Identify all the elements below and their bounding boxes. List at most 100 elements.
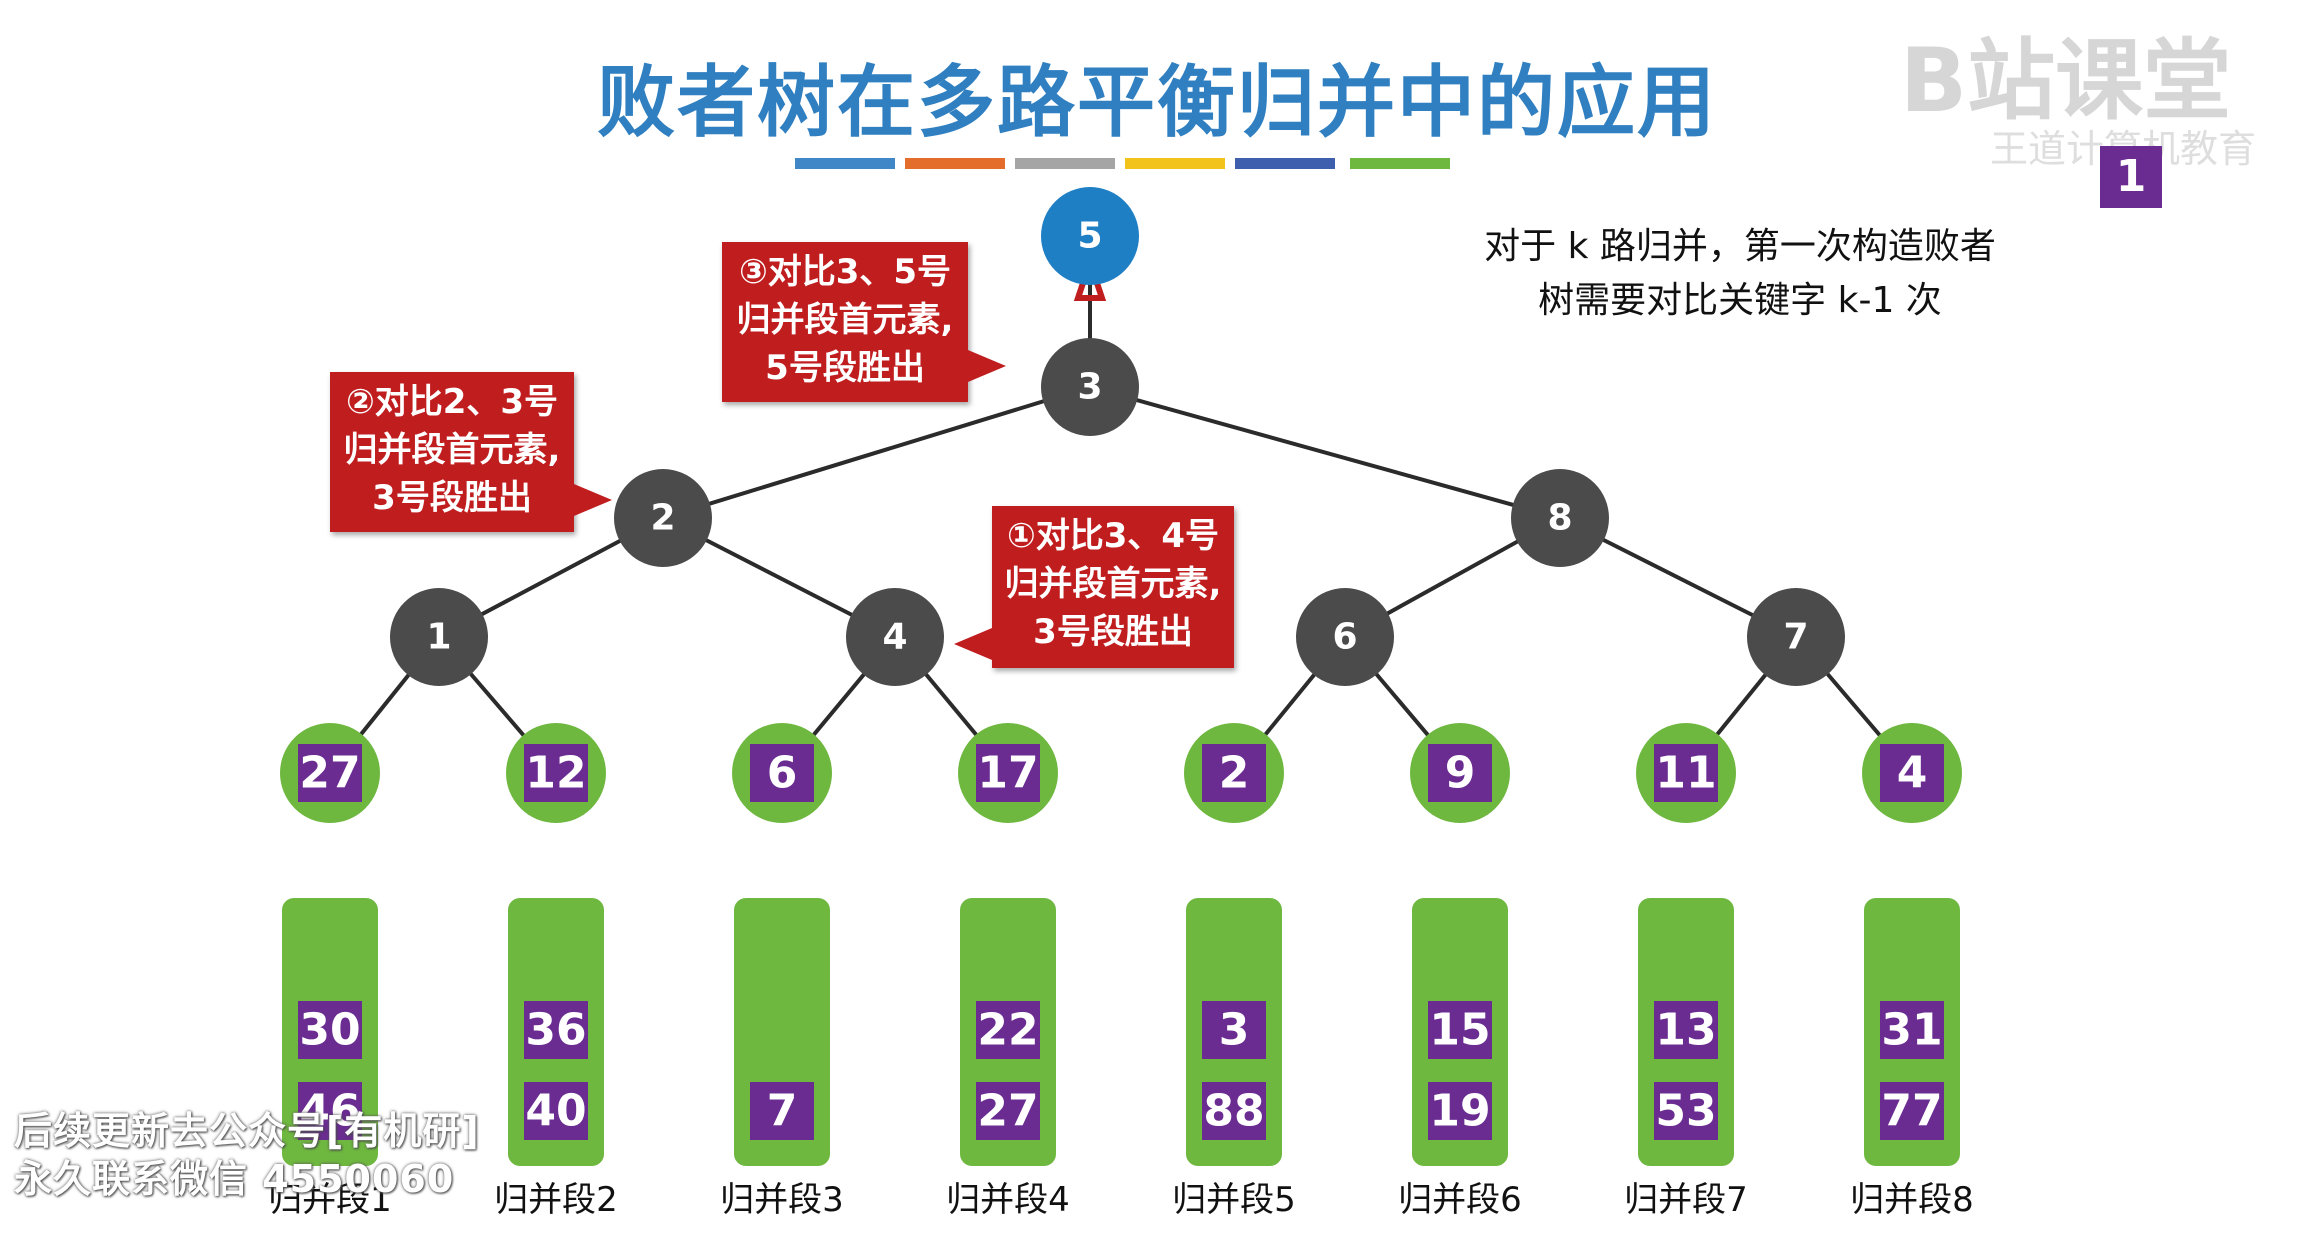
explanation-note: 对于 k 路归并，第一次构造败者 树需要对比关键字 k-1 次: [1440, 220, 2040, 328]
callout1-line2: 归并段首元素,: [1004, 564, 1222, 604]
internal-node-label: 7: [1783, 617, 1808, 658]
slide-title: 败者树在多路平衡归并中的应用: [596, 58, 1717, 148]
segment-value-box: [976, 1082, 1040, 1140]
leaf-value: 11: [1655, 748, 1716, 799]
callout1-line1: ①对比3、4号: [1006, 516, 1220, 556]
segment-value-box: [1880, 1001, 1944, 1059]
internal-node: [846, 588, 944, 686]
segment-value: 53: [1655, 1086, 1716, 1137]
internal-node: [390, 588, 488, 686]
callout-compare-2-3: ②对比2、3号 归并段首元素, 3号段胜出: [330, 372, 574, 532]
segment-value: 46: [299, 1086, 360, 1137]
accent-bar-3: [1015, 158, 1115, 169]
internal-node-label: 1: [426, 617, 451, 658]
segment-value-box: [1654, 1082, 1718, 1140]
logo-text: B站课堂: [1900, 29, 2232, 132]
internal-node-label: 3: [1077, 367, 1102, 408]
accent-bar-5: [1235, 158, 1335, 169]
callout3-line2: 归并段首元素,: [736, 300, 954, 340]
page-badge: 1: [2100, 146, 2162, 208]
segment-value-box: [1654, 1001, 1718, 1059]
leaf-value-box: [976, 744, 1040, 802]
segment-label: 归并段8: [1850, 1180, 1974, 1220]
watermark-line-1: 后续更新去公众号[有机研]: [14, 1109, 480, 1153]
segment-label: 归并段2: [494, 1180, 618, 1220]
segment-value: 22: [977, 1005, 1038, 1056]
leaf-value: 12: [525, 748, 586, 799]
segment-value-box: [524, 1082, 588, 1140]
callout3-pointer: [968, 350, 1006, 382]
accent-bar-1: [795, 158, 895, 169]
leaf-value-box: [524, 744, 588, 802]
segment-value-box: [524, 1001, 588, 1059]
leaf-value: 17: [977, 748, 1038, 799]
accent-bar-2: [905, 158, 1005, 169]
accent-bar-6: [1350, 158, 1450, 169]
segment-value: 15: [1429, 1005, 1490, 1056]
segment-value-box: [1880, 1082, 1944, 1140]
leaf-value: 27: [299, 748, 360, 799]
internal-node-label: 8: [1547, 498, 1572, 539]
segment-value-box: [298, 1082, 362, 1140]
tree-edge: [1089, 385, 1561, 520]
leaf-value: 4: [1897, 748, 1928, 799]
internal-node-label: 6: [1332, 617, 1357, 658]
segment-value-box: [1202, 1082, 1266, 1140]
note-line-1: 对于 k 路归并，第一次构造败者: [1484, 226, 1996, 267]
internal-node-label: 2: [650, 498, 675, 539]
leaf-value-box: [1428, 744, 1492, 802]
callout-compare-3-4: ①对比3、4号 归并段首元素, 3号段胜出: [992, 506, 1234, 668]
internal-node: [614, 469, 712, 567]
segment-value: 30: [299, 1005, 360, 1056]
segment-label: 归并段6: [1398, 1180, 1522, 1220]
segment-value: 40: [525, 1086, 586, 1137]
accent-bar-4: [1125, 158, 1225, 169]
callout3-line3: 5号段胜出: [765, 348, 925, 388]
segment-value: 27: [977, 1086, 1038, 1137]
segment-value-box: [1428, 1001, 1492, 1059]
callout-compare-3-5: ③对比3、5号 归并段首元素, 5号段胜出: [722, 242, 968, 402]
note-line-2: 树需要对比关键字 k-1 次: [1538, 280, 1942, 321]
segment-value-box: [298, 1001, 362, 1059]
leaf-value: 6: [767, 748, 798, 799]
leaf-value-box: [750, 744, 814, 802]
leaf-value-box: [1880, 744, 1944, 802]
leaf-value-box: [1654, 744, 1718, 802]
leaf-value-box: [298, 744, 362, 802]
internal-node: [1747, 588, 1845, 686]
callout1-pointer: [954, 628, 992, 660]
callout2-line3: 3号段胜出: [372, 478, 532, 518]
segment-value: 7: [767, 1086, 798, 1137]
segment-value: 36: [525, 1005, 586, 1056]
winner-node: [1041, 187, 1139, 285]
segment-value-box: [1428, 1082, 1492, 1140]
segment-value: 3: [1219, 1005, 1250, 1056]
segment-value-box: [1202, 1001, 1266, 1059]
segment-value-box: [750, 1082, 814, 1140]
callout3-line1: ③对比3、5号: [738, 252, 952, 292]
tree-edge: [662, 385, 1091, 520]
segment-value: 77: [1881, 1086, 1942, 1137]
segment-label: 归并段4: [946, 1180, 1070, 1220]
callout2-pointer: [574, 484, 612, 516]
leaf-value-box: [1202, 744, 1266, 802]
segment-label: 归并段3: [720, 1180, 844, 1220]
segment-label: 归并段1: [268, 1180, 392, 1220]
callout2-line2: 归并段首元素,: [343, 430, 561, 470]
segment-label: 归并段7: [1624, 1180, 1748, 1220]
segment-value: 88: [1203, 1086, 1264, 1137]
internal-node: [1041, 338, 1139, 436]
segment-value: 13: [1655, 1005, 1716, 1056]
leaf-value: 2: [1219, 748, 1250, 799]
internal-node-label: 4: [882, 617, 907, 658]
watermark-line-2: 永久联系微信 4550060: [14, 1157, 455, 1201]
segment-value: 19: [1429, 1086, 1490, 1137]
winner-node-label: 5: [1077, 216, 1102, 257]
callout2-line1: ②对比2、3号: [345, 382, 559, 422]
internal-node: [1511, 469, 1609, 567]
internal-node: [1296, 588, 1394, 686]
segment-value: 31: [1881, 1005, 1942, 1056]
segment-label: 归并段5: [1172, 1180, 1296, 1220]
